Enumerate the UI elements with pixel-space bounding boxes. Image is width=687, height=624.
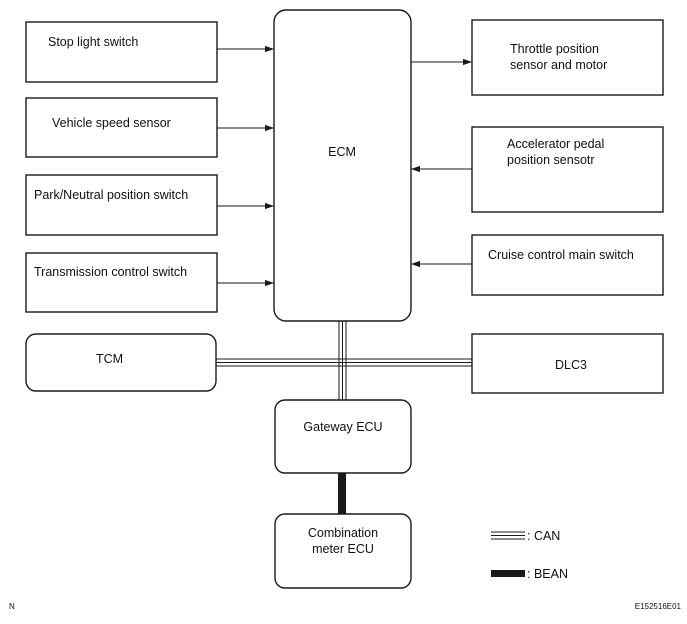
vehicle-speed-sensor-label: Vehicle speed sensor bbox=[52, 116, 171, 130]
ecm-block: ECM bbox=[273, 9, 412, 322]
cruise-control-main-switch-label: Cruise control main switch bbox=[488, 248, 634, 262]
park-neutral-switch-label: Park/Neutral position switch bbox=[34, 188, 188, 202]
input-arrows bbox=[217, 45, 274, 287]
vehicle-speed-sensor-box bbox=[25, 97, 218, 158]
output-arrows bbox=[411, 58, 472, 268]
park-neutral-switch-block: Park/Neutral position switch bbox=[25, 174, 218, 236]
tcm-box bbox=[25, 333, 217, 392]
combination-meter-ecu-box bbox=[274, 513, 412, 589]
gateway-ecu-box bbox=[274, 399, 412, 474]
dlc3-block: DLC3 bbox=[471, 333, 664, 394]
dlc3-label: DLC3 bbox=[555, 358, 587, 372]
combination-meter-ecu-block: Combination meter ECU bbox=[274, 513, 412, 589]
vehicle-speed-sensor-block: Vehicle speed sensor bbox=[25, 97, 218, 158]
stop-light-switch-box bbox=[25, 21, 218, 83]
cruise-control-main-switch-box bbox=[471, 234, 664, 296]
bean-line bbox=[338, 473, 346, 514]
transmission-control-switch-box bbox=[25, 252, 218, 313]
can-bus bbox=[216, 321, 472, 400]
ecm-box bbox=[273, 9, 412, 322]
ecm-label: ECM bbox=[328, 145, 356, 159]
legend-bean-symbol bbox=[491, 570, 525, 577]
throttle-position-label-line1: Throttle position bbox=[510, 42, 599, 56]
throttle-position-sensor-box bbox=[471, 19, 664, 96]
transmission-control-switch-label: Transmission control switch bbox=[34, 265, 187, 279]
accelerator-pedal-label-line2: position sensotr bbox=[507, 153, 595, 167]
legend: : CAN : BEAN bbox=[491, 529, 568, 581]
combination-meter-label-line2: meter ECU bbox=[312, 542, 374, 556]
accelerator-pedal-sensor-block: Accelerator pedal position sensotr bbox=[471, 126, 664, 213]
gateway-ecu-label: Gateway ECU bbox=[303, 420, 382, 434]
accelerator-pedal-label-line1: Accelerator pedal bbox=[507, 137, 604, 151]
tcm-block: TCM bbox=[25, 333, 217, 392]
gateway-ecu-block: Gateway ECU bbox=[274, 399, 412, 474]
legend-can-label: : CAN bbox=[527, 529, 560, 543]
legend-can-symbol bbox=[491, 531, 525, 540]
combination-meter-label-line1: Combination bbox=[308, 526, 378, 540]
transmission-control-switch-block: Transmission control switch bbox=[25, 252, 218, 313]
legend-bean-label: : BEAN bbox=[527, 567, 568, 581]
can-horizontal-line bbox=[216, 358, 472, 367]
throttle-position-label-line2: sensor and motor bbox=[510, 58, 607, 72]
footer-left-code: N bbox=[9, 602, 15, 611]
throttle-position-sensor-block: Throttle position sensor and motor bbox=[471, 19, 664, 96]
accelerator-pedal-sensor-box bbox=[471, 126, 664, 213]
tcm-label: TCM bbox=[96, 352, 123, 366]
can-vertical-line bbox=[338, 321, 347, 400]
stop-light-switch-block: Stop light switch bbox=[25, 21, 218, 83]
stop-light-switch-label: Stop light switch bbox=[48, 35, 138, 49]
park-neutral-switch-box bbox=[25, 174, 218, 236]
cruise-control-main-switch-block: Cruise control main switch bbox=[471, 234, 664, 296]
footer-right-code: E152516E01 bbox=[635, 602, 682, 611]
dlc3-box bbox=[471, 333, 664, 394]
